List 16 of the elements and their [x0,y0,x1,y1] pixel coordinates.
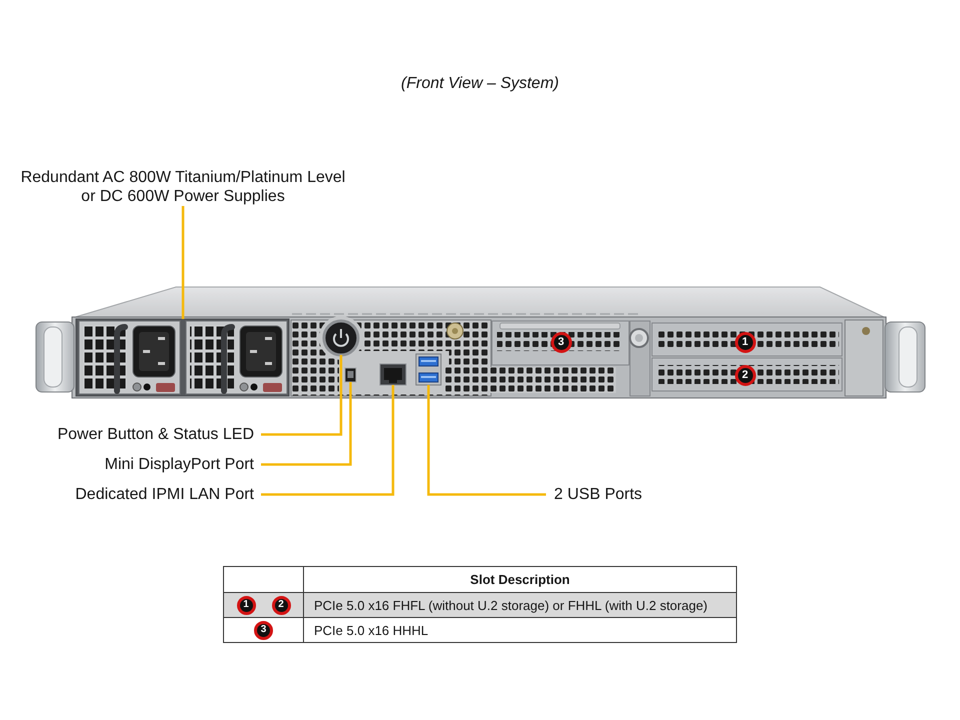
leader-line [182,206,184,319]
column-header: Slot Description [470,572,570,587]
leader-line [261,382,352,466]
callout-label: Power Button & Status LED [57,425,261,444]
slot-description: PCIe 5.0 x16 HHHL [314,622,428,638]
callout-number: 2 [272,596,290,614]
slot-description: PCIe 5.0 x16 FHFL (without U.2 storage) or FHHL (with U.2 storage) [314,598,708,612]
leader-line [261,385,394,496]
callout-label: 2 USB Ports [546,485,642,504]
callout-number: 1 [236,596,256,614]
callout-label: Redundant AC 800W Titanium/Platinum Level or DC 600W Power Supplies [13,168,353,206]
view-title: (Front View – System) [401,74,559,94]
callout-label: Mini DisplayPort Port [104,455,261,474]
leader-line [427,385,546,496]
callout-number: 3 [254,620,273,640]
callout-label: Dedicated IPMI LAN Port [75,485,261,504]
